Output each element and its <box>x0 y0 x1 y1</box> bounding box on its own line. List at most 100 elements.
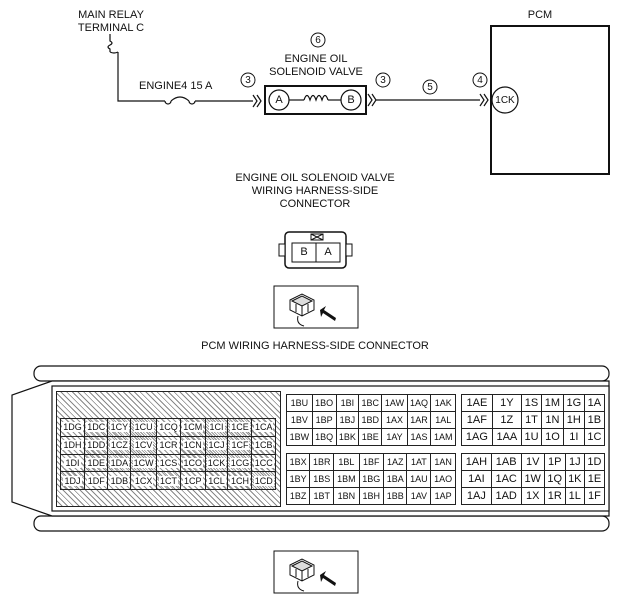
pin-cell: 1CI <box>204 418 229 437</box>
pin-cell: 1DI <box>60 453 85 473</box>
pin-cell: 1C <box>583 428 606 446</box>
pin-label: 1CN <box>182 440 203 451</box>
pin-cell: 1BH <box>358 487 385 505</box>
pin-cell: 1AT <box>406 453 432 471</box>
pin-cell: 1AB <box>490 453 522 471</box>
pin-label: 1CK <box>206 457 227 468</box>
pin-label: 1CW <box>132 457 155 468</box>
pin-label: 1CP <box>183 475 203 486</box>
pin-cell: 1DF <box>83 471 109 490</box>
pin-label: 1CE <box>230 422 250 433</box>
pin-cell: 1BB <box>383 487 408 505</box>
pin-cell: 1CK <box>204 453 229 473</box>
pin-cell: 1G <box>562 394 585 412</box>
pin-cell: 1CO <box>180 453 206 473</box>
pin-cell: 1DB <box>107 471 132 490</box>
pin-cell: 1CN <box>180 435 206 455</box>
pin-cell: 1BP <box>311 411 337 429</box>
pin-cell: 1DJ <box>60 471 85 490</box>
pcm-terminal-label: 1CK <box>495 95 515 106</box>
pcm-terminal-circle <box>491 86 519 114</box>
connector-icon-box-1 <box>273 285 359 329</box>
connector-mark-pcm <box>479 93 489 107</box>
connector-mark-right <box>367 93 377 107</box>
terminal-b-label: B <box>347 94 355 106</box>
relay-wire <box>107 34 165 102</box>
relay-label-line1: MAIN RELAY <box>78 9 144 21</box>
pin-cell: 1BI <box>335 394 360 412</box>
pin-cell: 1AN <box>430 453 456 471</box>
pin-label: 1DE <box>86 457 106 468</box>
valve-label: ENGINE OIL SOLENOID VALVE <box>256 53 376 79</box>
pin-cell: 1AI <box>461 470 492 488</box>
pin-cell: 1K <box>564 470 585 488</box>
pin-cell: 1AU <box>406 470 432 488</box>
callout-6: 6 <box>315 35 321 46</box>
valve-connector-title-line3: CONNECTOR <box>279 198 351 210</box>
pin-cell: 1BM <box>333 470 360 488</box>
pin-cell: 1BV <box>286 411 313 429</box>
pin-cell: 1BC <box>358 394 383 412</box>
pin-label: 1DJ <box>63 475 82 486</box>
pin-cell: 1N <box>541 411 564 429</box>
pin-label: 1CB <box>253 440 274 451</box>
pin-cell: 1CG <box>227 453 253 473</box>
pin-label: 1DF <box>86 475 106 486</box>
pin-cell: 1CY <box>107 418 132 437</box>
pin-cell: 1BW <box>286 428 313 446</box>
pin-cell: 1BT <box>309 487 335 505</box>
pin-cell: 1DE <box>83 453 109 473</box>
pin-label: 1CI <box>208 422 225 433</box>
pin-cell: 1AX <box>381 411 408 429</box>
pin-cell: 1Y <box>491 394 522 412</box>
pin-cell: 1BE <box>358 428 383 446</box>
pin-cell: 1BJ <box>335 411 360 429</box>
pin-cell: 1AZ <box>383 453 408 471</box>
pcm-label: PCM <box>527 9 553 21</box>
pin-label: 1DI <box>64 457 81 468</box>
pin-cell: 1O <box>541 428 564 446</box>
pin-label: 1DD <box>86 440 107 451</box>
pin-cell: 1T <box>520 411 543 429</box>
pin-label: 1CH <box>229 475 250 486</box>
valve-connector-title-line1: ENGINE OIL SOLENOID VALVE <box>235 172 395 184</box>
relay-label: MAIN RELAY TERMINAL C <box>66 9 156 35</box>
pin-cell: 1BA <box>383 470 408 488</box>
pin-cell: 1DD <box>83 435 109 455</box>
pin-cell: 1BY <box>285 470 311 488</box>
pin-cell: 1I <box>562 428 585 446</box>
callout-5: 5 <box>427 82 433 93</box>
valve-label-line1: ENGINE OIL <box>284 53 348 65</box>
pin-cell: 1AC <box>490 470 522 488</box>
valve-connector-title-line2: WIRING HARNESS-SIDE <box>251 185 379 197</box>
pin-cell: 1R <box>543 487 566 505</box>
relay-label-line2: TERMINAL C <box>77 22 145 34</box>
pin-label: 1CF <box>230 440 250 451</box>
pin-cell: 1BS <box>309 470 335 488</box>
pcm-connector-title: PCM WIRING HARNESS-SIDE CONNECTOR <box>201 340 429 352</box>
pin-label: 1CX <box>133 475 154 486</box>
pin-cell: 1BR <box>309 453 335 471</box>
pin-label: 1CS <box>158 457 179 468</box>
pin-cell: 1F <box>583 487 606 505</box>
callout-3-left: 3 <box>245 75 251 86</box>
pin-cell: 1A <box>583 394 606 412</box>
pin-cell: 1CW <box>130 453 157 473</box>
pin-cell: 1AG <box>461 428 493 446</box>
pin-cell: 1AJ <box>461 487 492 505</box>
pin-label: 1CJ <box>207 440 226 451</box>
pin-cell: 1CM <box>180 418 206 437</box>
pin-cell: 1AA <box>491 428 522 446</box>
